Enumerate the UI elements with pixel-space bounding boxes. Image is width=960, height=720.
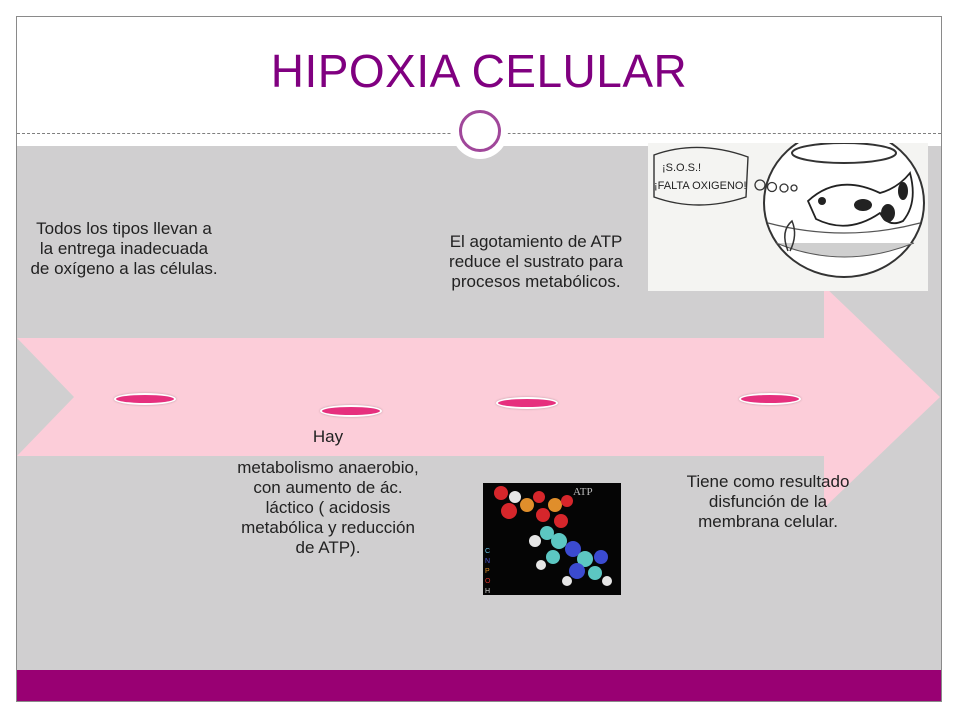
step-2-text: metabolismo anaerobio, con aumento de ác…: [237, 458, 419, 557]
fishbowl-cartoon: ¡S.O.S.! ¡FALTA OXIGENO!: [648, 143, 928, 291]
atp-label: ATP: [573, 486, 593, 498]
slide-frame: [16, 16, 942, 702]
timeline-marker-1: [114, 393, 176, 405]
speech-sos: ¡S.O.S.!: [662, 162, 701, 174]
speech-falta-oxigeno: ¡FALTA OXIGENO!: [654, 180, 747, 192]
atp-legend-o: O: [485, 578, 491, 585]
step-4-text: Tiene como resultado disfunción de la me…: [686, 472, 850, 531]
atp-legend-c: C: [485, 548, 490, 555]
timeline-marker-4: [739, 393, 801, 405]
divider-circle-badge: [452, 103, 508, 159]
atp-legend-n: N: [485, 558, 490, 565]
timeline-marker-3: [496, 397, 558, 409]
step-3-text: El agotamiento de ATP reduce el sustrato…: [449, 232, 623, 291]
footer-bar: [17, 670, 941, 701]
slide-title: HIPOXIA CELULAR: [270, 45, 688, 97]
atp-legend-p: P: [485, 568, 490, 575]
step-1-text: Todos los tipos llevan a la entrega inad…: [30, 219, 218, 278]
atp-molecule-image: ATP C N P O H: [483, 483, 621, 595]
timeline-marker-2: [320, 405, 382, 417]
circle-ring-icon: [459, 110, 501, 152]
step-2-lead: Hay: [312, 427, 344, 446]
atp-legend-h: H: [485, 588, 490, 595]
